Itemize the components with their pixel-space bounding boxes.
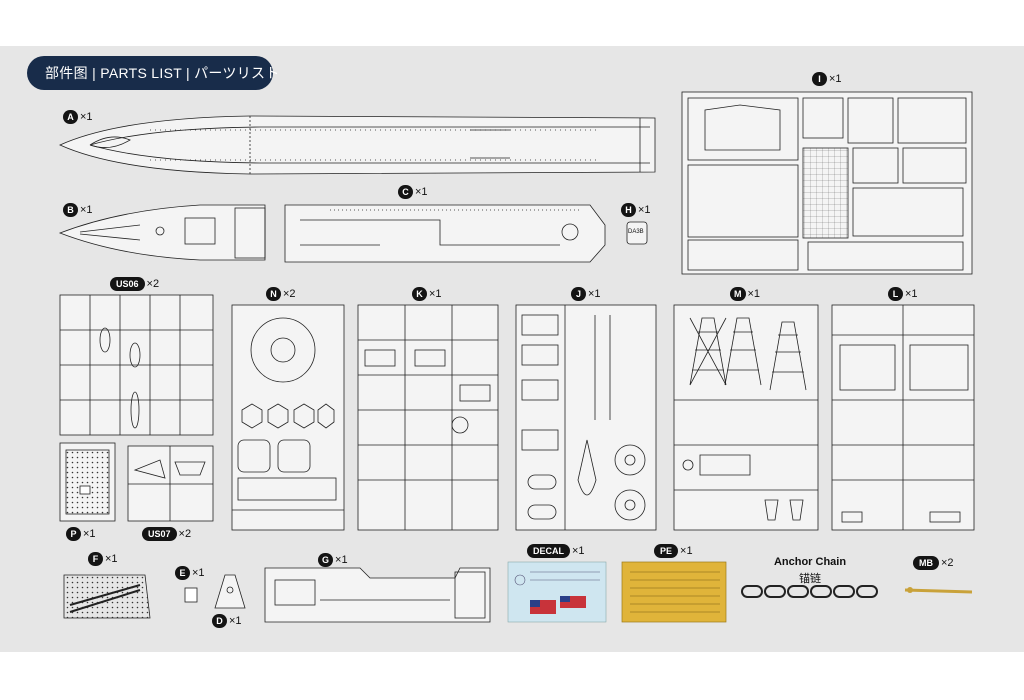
part-label-decal: DECAL ×1 bbox=[527, 544, 585, 558]
part-a-hull bbox=[59, 115, 656, 175]
part-badge: E bbox=[175, 566, 190, 580]
part-label-h: H ×1 bbox=[621, 203, 651, 217]
part-label-c: C ×1 bbox=[398, 185, 428, 199]
part-qty: ×2 bbox=[283, 288, 296, 300]
part-e bbox=[184, 587, 198, 603]
part-qty: ×1 bbox=[680, 545, 693, 557]
part-badge: F bbox=[88, 552, 103, 566]
part-badge: M bbox=[730, 287, 746, 301]
sprue-us06 bbox=[59, 294, 214, 436]
part-badge: G bbox=[318, 553, 334, 567]
part-qty: ×1 bbox=[429, 288, 442, 300]
part-label-e: E ×1 bbox=[175, 566, 205, 580]
part-badge: K bbox=[412, 287, 427, 301]
part-d bbox=[214, 574, 246, 609]
part-qty: ×1 bbox=[905, 288, 918, 300]
part-qty: ×1 bbox=[638, 204, 651, 216]
part-label-b: B ×1 bbox=[63, 203, 93, 217]
part-badge: DECAL bbox=[527, 544, 570, 558]
part-badge: MB bbox=[913, 556, 939, 570]
part-label-p: P ×1 bbox=[66, 527, 96, 541]
part-qty: ×2 bbox=[146, 278, 160, 290]
anchor-chain-label: Anchor Chain bbox=[773, 556, 847, 568]
part-label-i: I ×1 bbox=[812, 72, 842, 86]
anchor-chain-graphic bbox=[741, 585, 878, 598]
sprue-k bbox=[357, 304, 499, 531]
part-label-f: F ×1 bbox=[88, 552, 118, 566]
sprue-us07 bbox=[127, 445, 214, 522]
part-qty: ×1 bbox=[747, 288, 761, 300]
part-qty: ×2 bbox=[178, 528, 192, 540]
part-qty: ×1 bbox=[83, 528, 96, 540]
part-badge: C bbox=[398, 185, 413, 199]
part-qty: ×1 bbox=[80, 111, 93, 123]
part-badge: H bbox=[621, 203, 636, 217]
part-badge: L bbox=[888, 287, 903, 301]
part-qty: ×1 bbox=[192, 567, 205, 579]
part-badge: US06 bbox=[110, 277, 145, 291]
sprue-p bbox=[59, 442, 116, 522]
part-badge: D bbox=[212, 614, 227, 628]
anchor-chain-label-cn: 锚链 bbox=[799, 573, 821, 585]
part-qty: ×1 bbox=[335, 554, 348, 566]
part-badge: B bbox=[63, 203, 78, 217]
part-badge: PE bbox=[654, 544, 679, 558]
part-label-mb: MB ×2 bbox=[913, 556, 954, 570]
part-label-l: L ×1 bbox=[888, 287, 918, 301]
part-badge: J bbox=[571, 287, 586, 301]
page-title: 部件图 | PARTS LIST | パーツリスト bbox=[27, 56, 279, 90]
part-qty: ×1 bbox=[80, 204, 93, 216]
decal-sheet bbox=[507, 561, 607, 623]
part-qty: ×1 bbox=[229, 615, 242, 627]
part-label-us07: US07 ×2 bbox=[142, 527, 191, 541]
part-label-k: K ×1 bbox=[412, 287, 442, 301]
part-g bbox=[264, 567, 491, 623]
sprue-i bbox=[681, 91, 973, 275]
sprue-l bbox=[831, 304, 975, 531]
part-qty: ×1 bbox=[572, 545, 585, 557]
part-badge: I bbox=[812, 72, 827, 86]
part-qty: ×1 bbox=[829, 73, 842, 85]
part-qty: ×2 bbox=[941, 557, 954, 569]
part-qty: ×1 bbox=[588, 288, 601, 300]
part-label-n: N ×2 bbox=[266, 287, 296, 301]
part-label-us06: US06 ×2 bbox=[110, 277, 159, 291]
part-badge: N bbox=[266, 287, 281, 301]
part-c-deck bbox=[284, 204, 606, 263]
part-h-box bbox=[626, 221, 648, 245]
part-badge: US07 bbox=[142, 527, 177, 541]
pe-fret bbox=[621, 561, 727, 623]
part-label-d: D ×1 bbox=[212, 614, 242, 628]
mb-barrel bbox=[904, 587, 973, 594]
part-label-a: A ×1 bbox=[63, 110, 93, 124]
part-b-deck bbox=[58, 204, 266, 261]
sprue-n bbox=[231, 304, 345, 531]
part-f bbox=[63, 574, 151, 619]
sprue-m bbox=[673, 304, 819, 531]
part-label-pe: PE ×1 bbox=[654, 544, 693, 558]
part-badge: A bbox=[63, 110, 78, 124]
part-label-j: J ×1 bbox=[571, 287, 601, 301]
part-qty: ×1 bbox=[415, 186, 428, 198]
sprue-j bbox=[515, 304, 657, 531]
part-badge: P bbox=[66, 527, 81, 541]
part-h-code: DA3B bbox=[628, 229, 644, 235]
part-qty: ×1 bbox=[105, 553, 118, 565]
part-label-m: M ×1 bbox=[730, 287, 760, 301]
part-label-g: G ×1 bbox=[318, 553, 348, 567]
